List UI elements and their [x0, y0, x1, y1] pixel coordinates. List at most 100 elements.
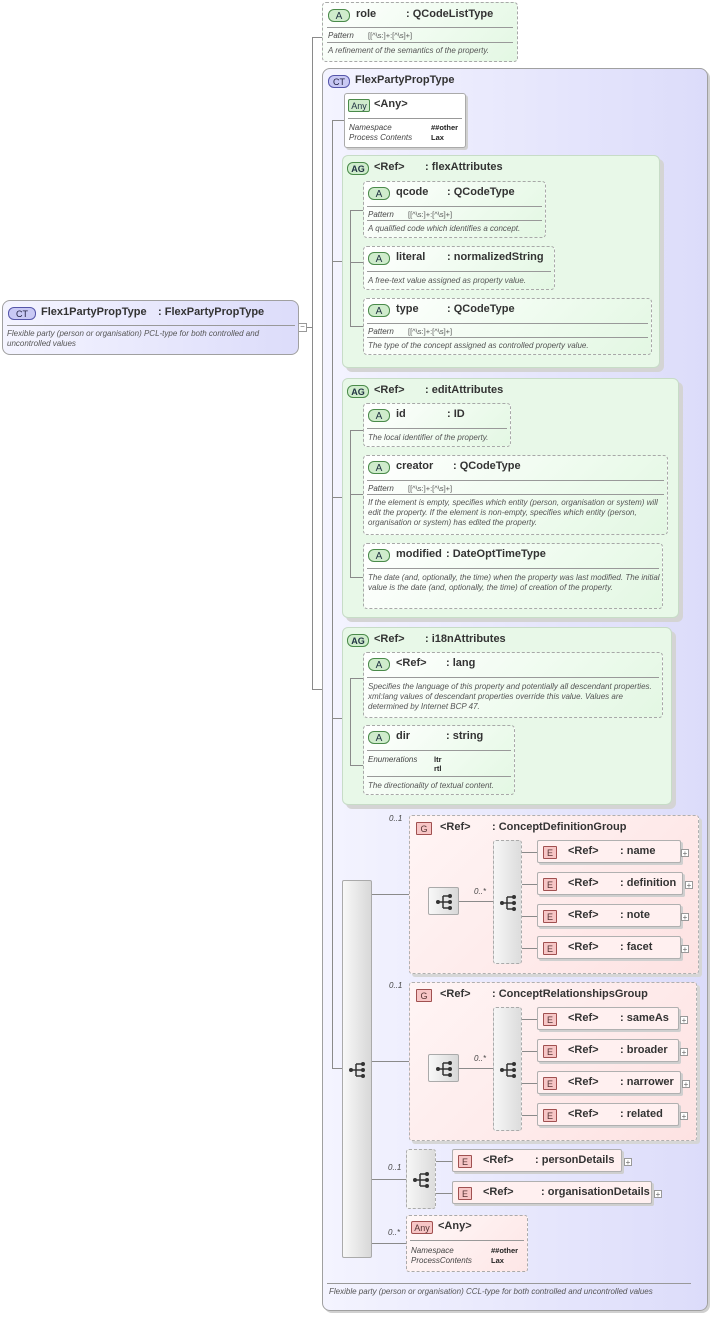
choice-icon	[500, 895, 516, 911]
collapse-toggle[interactable]: −	[298, 323, 307, 332]
group-name: : ConceptRelationshipsGroup	[492, 988, 648, 1000]
attribute-doc: A qualified code which identifies a conc…	[368, 224, 521, 233]
expand-button[interactable]: +	[680, 1112, 688, 1121]
connector-line	[307, 327, 313, 328]
divider	[327, 1283, 691, 1284]
element-sameas[interactable]: E <Ref> : sameAs	[537, 1007, 679, 1030]
connector-line	[350, 210, 351, 327]
element-organisationdetails[interactable]: E <Ref> : organisationDetails	[452, 1181, 652, 1204]
attribute-icon: A	[368, 549, 390, 562]
element-definition[interactable]: E <Ref> : definition	[537, 872, 683, 895]
element-label: : sameAs	[620, 1012, 669, 1024]
expand-button[interactable]: +	[681, 849, 689, 858]
connector-line	[332, 120, 333, 1069]
ref-label: <Ref>	[440, 821, 471, 833]
attribute-qcode[interactable]: A qcode : QCodeType Pattern [[^\s:]+:[^\…	[363, 181, 546, 238]
group-name: : ConceptDefinitionGroup	[492, 821, 627, 833]
group-name: : i18nAttributes	[425, 633, 506, 645]
divider	[367, 494, 664, 495]
sequence-compositor[interactable]	[428, 1054, 459, 1082]
ref-label: <Ref>	[568, 1076, 599, 1088]
connector-line	[372, 1179, 406, 1180]
any-attribute[interactable]: Any <Any> Namespace ##other Process Cont…	[344, 93, 466, 148]
connector-line	[332, 497, 342, 498]
group-name: : editAttributes	[425, 384, 504, 396]
occurrence-label: 0..1	[388, 1163, 402, 1172]
expand-button[interactable]: +	[680, 1048, 688, 1057]
attribute-creator[interactable]: A creator : QCodeType Pattern [[^\s:]+:[…	[363, 455, 668, 535]
sequence-compositor[interactable]	[428, 887, 459, 915]
group-icon: G	[416, 822, 432, 835]
connector-line	[350, 678, 351, 766]
expand-button[interactable]: +	[682, 1080, 690, 1089]
attribute-type: : lang	[446, 657, 476, 669]
choice-compositor[interactable]	[493, 840, 522, 964]
connector-line	[350, 577, 363, 578]
expand-button[interactable]: +	[681, 913, 689, 922]
element-name[interactable]: E <Ref> : name	[537, 840, 681, 863]
expand-button[interactable]: +	[680, 1016, 688, 1025]
ref-label: <Ref>	[568, 845, 599, 857]
pattern-value: [[^\s:]+:[^\s]+]	[408, 327, 453, 336]
attribute-doc: The type of the concept assigned as cont…	[368, 341, 589, 350]
element-broader[interactable]: E <Ref> : broader	[537, 1039, 679, 1062]
element-narrower[interactable]: E <Ref> : narrower	[537, 1071, 681, 1094]
connector-line	[522, 1115, 537, 1116]
any-element[interactable]: Any <Any> Namespace ##other ProcessConte…	[406, 1215, 528, 1272]
connector-line	[522, 852, 537, 853]
any-name: <Any>	[374, 98, 408, 110]
namespace-value: ##other	[491, 1246, 519, 1255]
choice-compositor[interactable]	[406, 1149, 436, 1209]
attribute-dir[interactable]: A dir : string Enumerations ltr rtl The …	[363, 725, 515, 795]
choice-compositor[interactable]	[493, 1007, 522, 1131]
element-label: : narrower	[620, 1076, 674, 1088]
element-related[interactable]: E <Ref> : related	[537, 1103, 679, 1126]
element-persondetails[interactable]: E <Ref> : personDetails	[452, 1149, 622, 1172]
connector-line	[350, 326, 363, 327]
attribute-name: literal	[396, 251, 426, 263]
element-facet[interactable]: E <Ref> : facet	[537, 936, 681, 959]
ref-label: <Ref>	[568, 877, 599, 889]
occurrence-label: 0..*	[474, 887, 487, 896]
namespace-label: Namespace	[349, 123, 392, 132]
attribute-id[interactable]: A id : ID The local identifier of the pr…	[363, 403, 511, 447]
element-label: : personDetails	[535, 1154, 615, 1166]
ref-label: <Ref>	[568, 909, 599, 921]
attribute-name: dir	[396, 730, 411, 742]
connector-line	[522, 1083, 537, 1084]
attribute-type: : ID	[447, 408, 465, 420]
root-type-box[interactable]: CT Flex1PartyPropType : FlexPartyPropTyp…	[2, 300, 299, 355]
divider	[367, 428, 507, 429]
element-icon: E	[543, 1045, 557, 1058]
namespace-label: Namespace	[411, 1246, 454, 1255]
attribute-name: qcode	[396, 186, 429, 198]
attribute-role[interactable]: A role : QCodeListType Pattern [[^\s:]+:…	[322, 2, 518, 62]
expand-button[interactable]: +	[681, 945, 689, 954]
enumerations-label: Enumerations	[368, 755, 418, 764]
connector-line	[372, 894, 409, 895]
connector-line	[332, 261, 342, 262]
element-note[interactable]: E <Ref> : note	[537, 904, 681, 927]
divider	[367, 271, 551, 272]
connector-line	[459, 1068, 493, 1069]
element-icon: E	[458, 1187, 472, 1200]
ref-label: <Ref>	[374, 161, 405, 173]
divider	[348, 118, 462, 119]
connector-line	[350, 678, 363, 679]
complex-type-doc: Flexible party (person or organisation) …	[329, 1287, 653, 1296]
ref-label: <Ref>	[483, 1154, 514, 1166]
attribute-lang[interactable]: A <Ref> : lang Specifies the language of…	[363, 652, 663, 718]
element-icon: E	[543, 846, 557, 859]
attribute-doc: A free-text value assigned as property v…	[368, 276, 527, 285]
attribute-modified[interactable]: A modified : DateOptTimeType The date (a…	[363, 543, 663, 609]
ref-label: <Ref>	[374, 633, 405, 645]
expand-button[interactable]: +	[685, 881, 693, 890]
ref-label: <Ref>	[568, 1012, 599, 1024]
attribute-literal[interactable]: A literal : normalizedString A free-text…	[363, 246, 555, 290]
ref-label: <Ref>	[568, 941, 599, 953]
expand-button[interactable]: +	[624, 1158, 632, 1167]
attribute-type[interactable]: A type : QCodeType Pattern [[^\s:]+:[^\s…	[363, 298, 652, 355]
expand-button[interactable]: +	[654, 1190, 662, 1199]
attribute-name: id	[396, 408, 406, 420]
sequence-compositor[interactable]	[342, 880, 372, 1258]
